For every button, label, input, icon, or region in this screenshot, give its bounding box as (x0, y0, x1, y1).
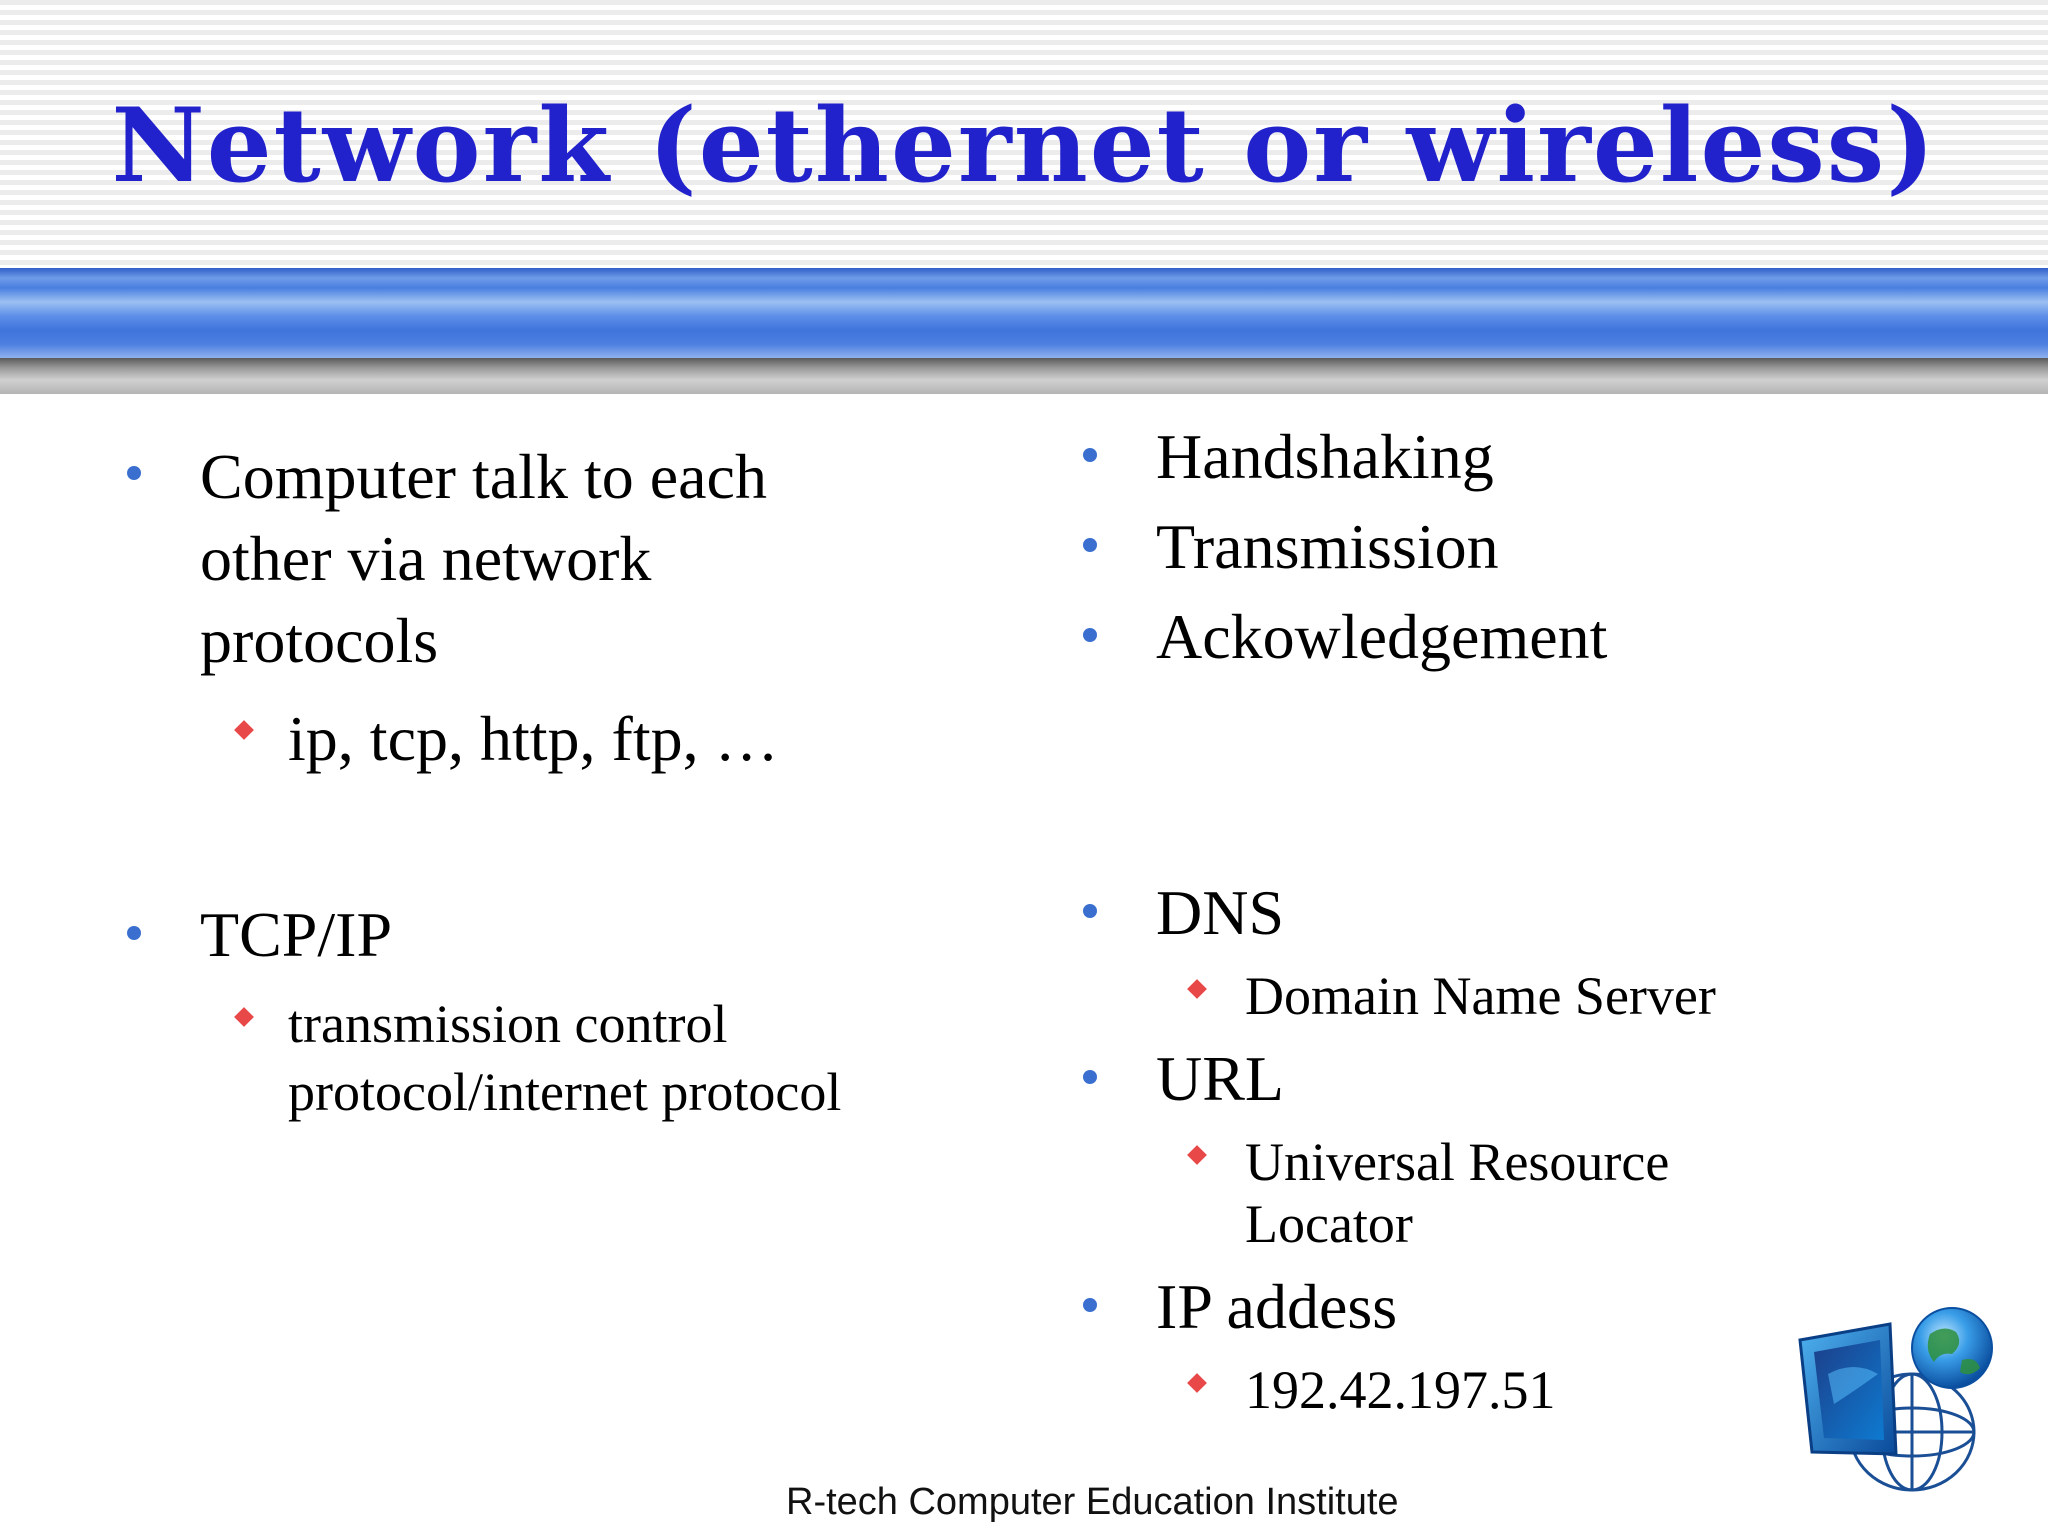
bullet-dot-icon (1083, 538, 1097, 552)
globe-monitor-icon (1798, 1307, 1993, 1492)
bullet-diamond-icon (234, 1007, 254, 1027)
sub-bullet-text: 192.42.197.51 (1245, 1360, 1556, 1420)
sub-bullet-text: Universal Resource (1245, 1132, 1670, 1192)
bullet-text: Computer talk to each (200, 441, 767, 512)
bullet-dot-icon (127, 466, 141, 480)
bullet-text: Handshaking (1156, 421, 1494, 492)
bullet-dot-icon (1083, 448, 1097, 462)
bullet-text: TCP/IP (200, 899, 393, 970)
slide-title: Network (ethernet or wireless) (111, 86, 1937, 206)
bullet-text: DNS (1156, 877, 1285, 948)
bullet-dot-icon (1083, 1070, 1097, 1084)
bullet-dot-icon (1083, 904, 1097, 918)
sub-bullet-text: ip, tcp, http, ftp, … (288, 703, 779, 774)
sub-bullet-text: Locator (1245, 1194, 1413, 1254)
sub-bullet-text: protocol/internet protocol (288, 1062, 842, 1122)
footer-text: R-tech Computer Education Institute (786, 1481, 1399, 1523)
bullet-diamond-icon (234, 720, 254, 740)
bullet-text: URL (1156, 1043, 1284, 1114)
bullet-dot-icon (1083, 628, 1097, 642)
sub-bullet-text: Domain Name Server (1245, 966, 1716, 1026)
bullet-dot-icon (1083, 1298, 1097, 1312)
header-grey-band (0, 358, 2048, 394)
bullet-diamond-icon (1187, 1145, 1207, 1165)
bullet-text: IP addess (1156, 1271, 1398, 1342)
bullet-dot-icon (127, 926, 141, 940)
bullet-text: protocols (200, 605, 439, 676)
header-stripes (0, 0, 2048, 268)
bullet-diamond-icon (1187, 1373, 1207, 1393)
bullet-text: Ackowledgement (1156, 601, 1608, 672)
sub-bullet-text: transmission control (288, 994, 728, 1054)
header-blue-band (0, 268, 2048, 358)
bullet-text: Transmission (1156, 511, 1499, 582)
bullet-text: other via network (200, 523, 652, 594)
bullet-diamond-icon (1187, 979, 1207, 999)
